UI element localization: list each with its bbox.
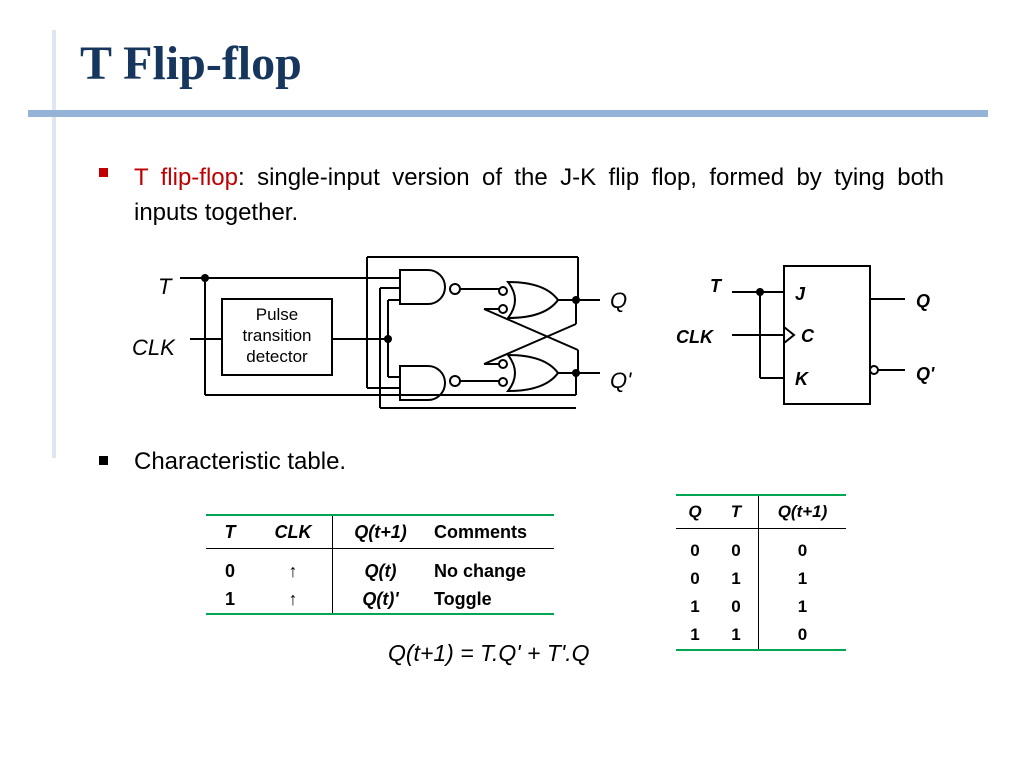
cell-clk-arrow: ↑ [254,585,333,614]
table-header-row: Q T Q(t+1) [676,495,846,529]
bullet-1-description: : single-input version of the J-K flip f… [134,164,945,226]
title-underline [28,110,988,117]
column-header-qnext: Q(t+1) [354,521,407,542]
cell-t: 1 [714,565,759,593]
cell-qnext: 0 [797,625,808,644]
bullet-text-2: Characteristic table. [134,448,347,475]
cell-clk-arrow: ↑ [254,548,333,585]
pulse-label-line1: Pulse [256,305,299,324]
cell-qnext: Q(t) [364,560,397,581]
cell-t: 0 [714,528,759,565]
cell-t: 0 [224,560,235,581]
circuit-input-clk: CLK [132,335,176,360]
cell-t: 1 [224,588,235,609]
t-flipflop-comment-table: T CLK Q(t+1) Comments 0 ↑ Q(t) No change… [206,514,554,615]
symbol-pin-c: C [801,326,815,346]
characteristic-equation: Q(t+1) = T.Q' + T'.Q [388,640,590,666]
circuit-output-qprime: Q' [610,368,632,393]
cell-q: 0 [690,569,700,588]
cell-q: 1 [690,625,700,644]
term-t-flip-flop: T flip-flop [134,164,238,191]
cell-t: 1 [714,621,759,650]
table-row: 0 1 1 [676,565,846,593]
column-header-t: T [224,521,236,542]
column-header-qnext: Q(t+1) [777,502,828,521]
bullet-marker-1 [99,168,108,177]
cell-t: 0 [714,593,759,621]
cell-qnext: 0 [797,541,808,560]
circuit-input-t: T [158,274,173,299]
column-header-comments: Comments [434,521,528,542]
symbol-output-qprime: Q' [916,364,935,384]
slide-title: T Flip-flop [80,37,302,90]
symbol-output-q: Q [916,291,930,311]
column-header-q: Q [688,502,702,521]
cell-q: 0 [690,541,700,560]
table-row: 1 ↑ Q(t)' Toggle [206,585,554,614]
cell-qnext: Q(t)' [362,588,399,609]
symbol-input-clk: CLK [676,327,715,347]
bullet-text-1: T flip-flop: single-input version of the… [134,160,944,230]
column-header-t: T [714,495,759,529]
symbol-pin-j: J [795,284,806,304]
symbol-pin-k: K [795,369,810,389]
circuit-output-q: Q [610,288,627,313]
left-accent-bar [52,30,56,458]
table-row: 0 ↑ Q(t) No change [206,548,554,585]
cell-qnext: 1 [797,569,808,588]
pulse-label-line2: transition [243,326,312,345]
bullet-marker-2 [99,456,108,465]
table-row: 1 1 0 [676,621,846,650]
table-header-row: T CLK Q(t+1) Comments [206,515,554,549]
table-row: 1 0 1 [676,593,846,621]
cell-q: 1 [690,597,700,616]
cell-qnext: 1 [797,597,808,616]
pulse-label-line3: detector [246,347,308,366]
symbol-input-t: T [710,276,723,296]
cell-comment: Toggle [434,588,492,609]
cell-comment: No change [434,560,527,581]
column-header-clk: CLK [254,515,333,549]
table-row: 0 0 0 [676,528,846,565]
characteristic-table: Q T Q(t+1) 0 0 0 0 1 1 1 0 1 1 1 0 [676,494,846,651]
